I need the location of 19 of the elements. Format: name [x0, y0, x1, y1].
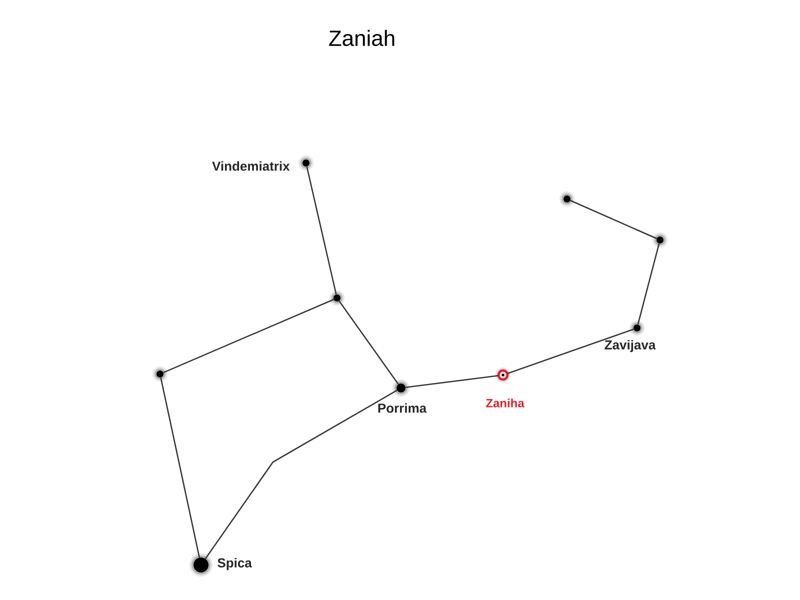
star — [652, 232, 668, 248]
star-label: Spica — [218, 558, 252, 570]
constellation-line — [306, 166, 337, 295]
star — [560, 192, 574, 206]
constellation-line — [204, 390, 398, 560]
constellation-line — [163, 298, 334, 374]
constellation-line — [338, 300, 399, 385]
star — [330, 290, 344, 306]
title: Zaniah — [329, 30, 394, 46]
constellation-line — [406, 374, 498, 388]
constellation-line — [160, 377, 200, 558]
star-label: Zaniha — [486, 398, 524, 408]
constellation-line — [570, 200, 657, 240]
star — [152, 366, 168, 382]
constellation-line — [507, 328, 634, 374]
constellation-line — [637, 243, 660, 325]
star-label: Zavijava — [604, 340, 656, 352]
star-label: Vindemiatrix — [212, 161, 290, 171]
star-label: Porrima — [378, 403, 427, 413]
